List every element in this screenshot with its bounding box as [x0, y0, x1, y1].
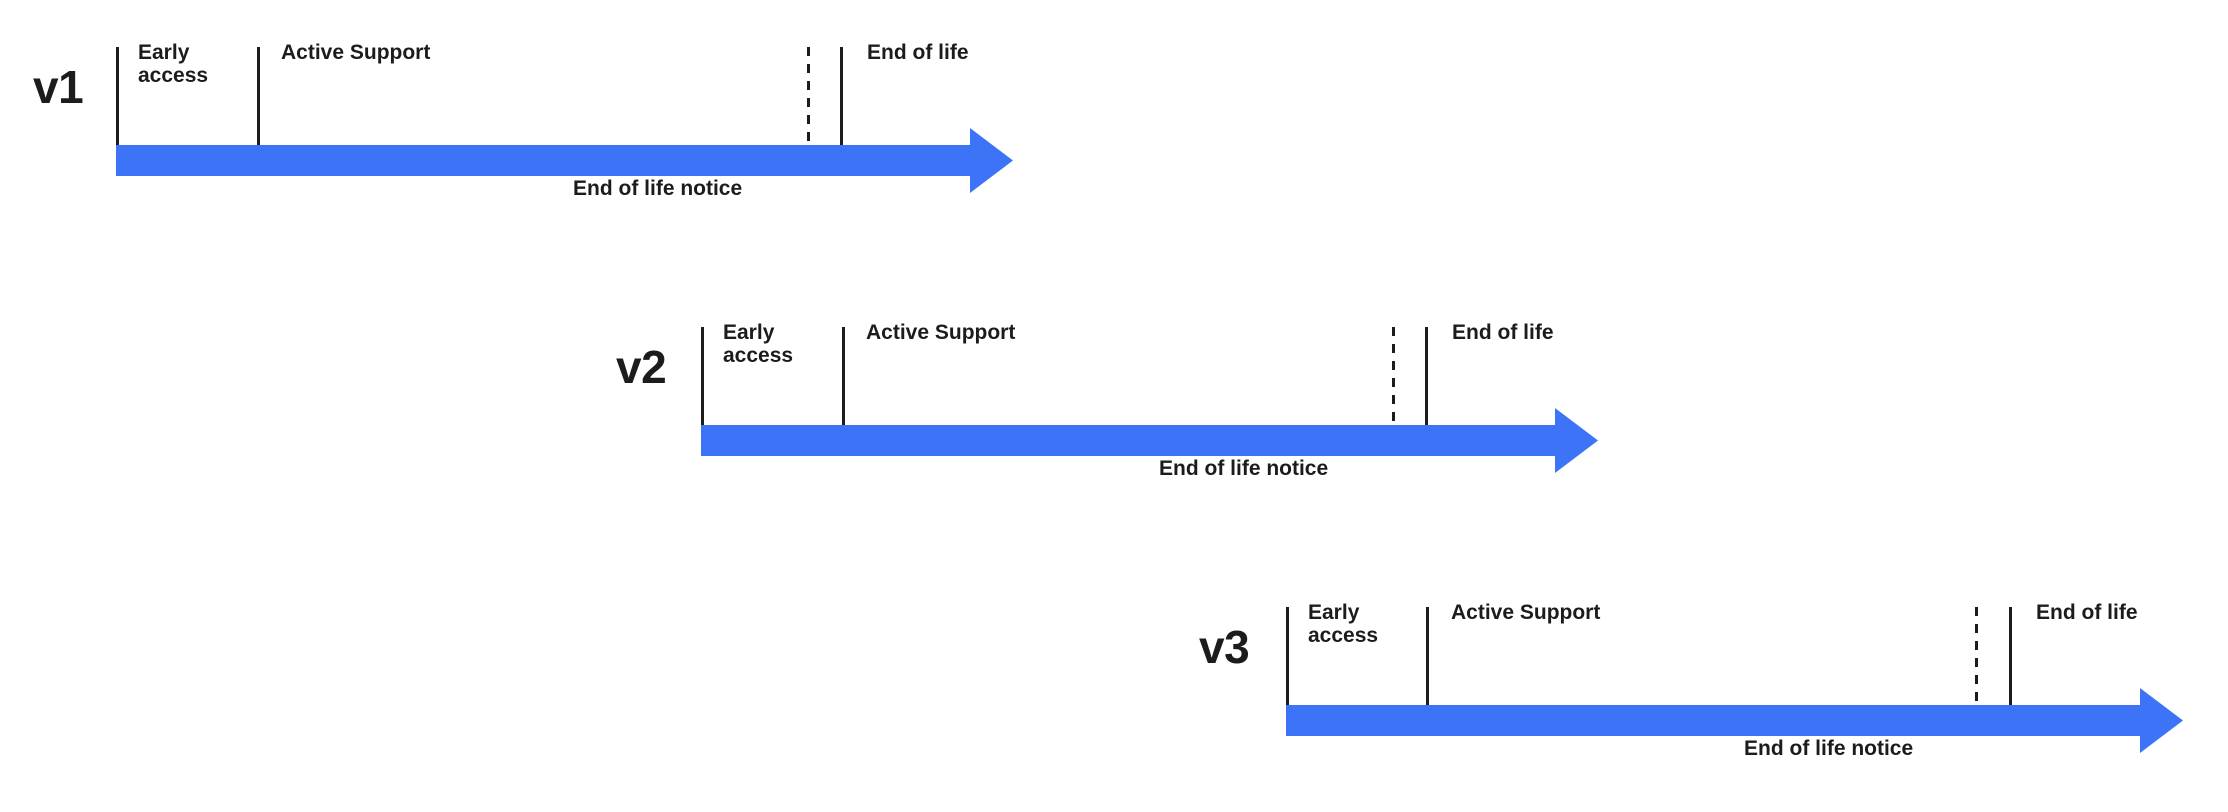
phase-label-active-support-v3: Active Support [1451, 601, 1601, 624]
phase-divider-early-access-end-v1 [257, 47, 260, 153]
phase-label-early-access-v2: Early access [723, 321, 794, 367]
end-of-life-notice-label-v1: End of life notice [573, 177, 743, 200]
phase-label-early-access-v3: Early access [1308, 601, 1379, 647]
phase-label-early-access-v1: Early access [138, 41, 209, 87]
version-label-v3: v3 [1199, 621, 1250, 673]
end-of-life-notice-label-v2: End of life notice [1159, 457, 1329, 480]
phase-label-end-of-life-v2: End of life [1452, 321, 1554, 344]
phase-divider-end-of-life-v2 [1425, 327, 1428, 433]
phase-label-active-support-v1: Active Support [281, 41, 431, 64]
phase-label-end-of-life-v1: End of life [867, 41, 969, 64]
phase-label-active-support-v2: Active Support [866, 321, 1016, 344]
version-label-v2: v2 [616, 341, 667, 393]
phase-divider-end-of-life-v3 [2009, 607, 2012, 713]
phase-divider-start-v2 [701, 327, 704, 433]
timeline-arrow-v3 [1286, 688, 2187, 754]
lifecycle-row-v1: v1 Early access Active Support End of li… [0, 0, 2228, 230]
timeline-arrow-v2 [701, 408, 1602, 474]
end-of-life-notice-label-v3: End of life notice [1744, 737, 1914, 760]
phase-label-end-of-life-v3: End of life [2036, 601, 2138, 624]
phase-divider-end-of-life-v1 [840, 47, 843, 153]
lifecycle-row-v2: v2 Early access Active Support End of li… [0, 280, 2228, 510]
end-of-life-notice-marker-v3 [1975, 607, 1978, 713]
phase-divider-start-v3 [1286, 607, 1289, 713]
phase-divider-early-access-end-v2 [842, 327, 845, 433]
phase-divider-start-v1 [116, 47, 119, 153]
end-of-life-notice-marker-v1 [807, 47, 810, 153]
timeline-arrow-v1 [116, 128, 1017, 194]
lifecycle-row-v3: v3 Early access Active Support End of li… [0, 560, 2228, 790]
end-of-life-notice-marker-v2 [1392, 327, 1395, 433]
phase-divider-early-access-end-v3 [1426, 607, 1429, 713]
version-label-v1: v1 [33, 61, 84, 113]
